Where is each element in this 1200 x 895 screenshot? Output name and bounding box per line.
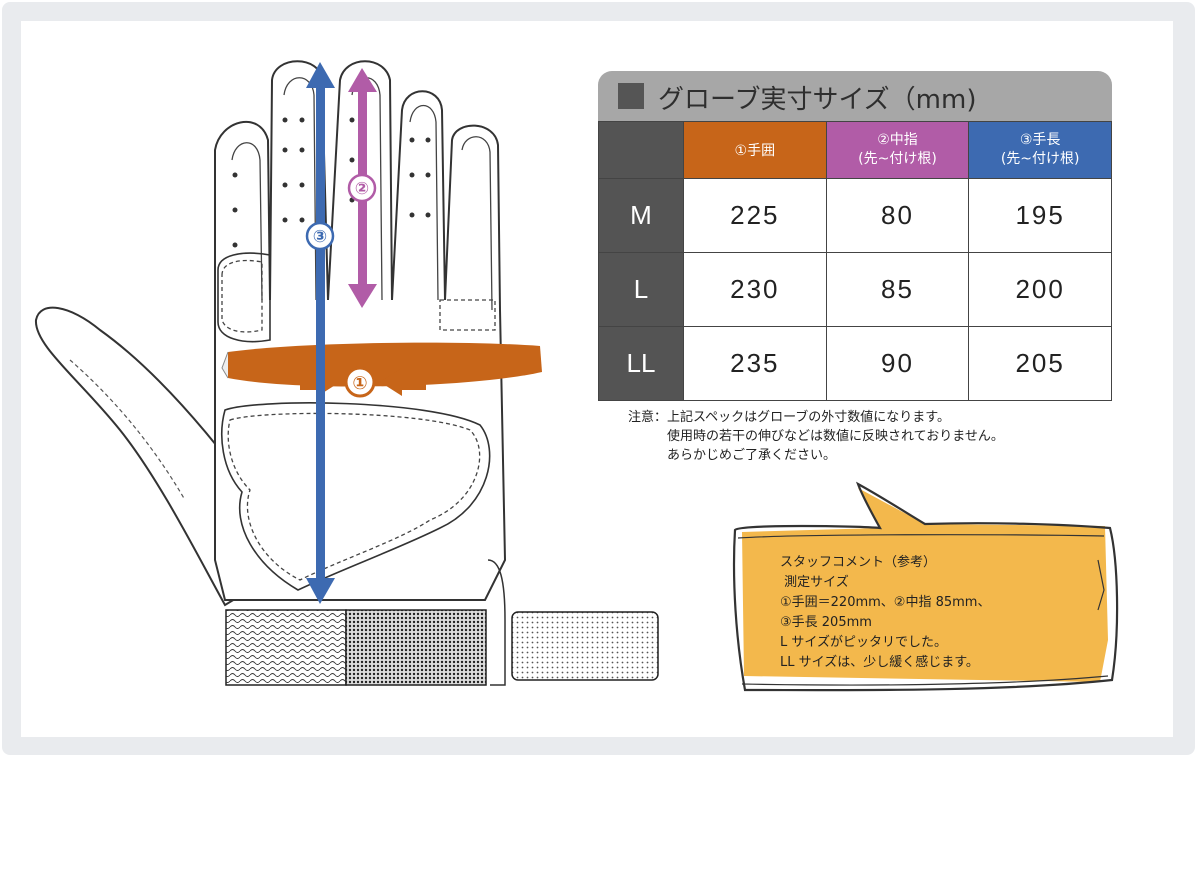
table-header-row: ①手囲 ②中指 (先~付け根) ③手長 (先~付け根) [598, 121, 1112, 179]
value-cell: 195 [968, 178, 1112, 253]
marker-1: ① [352, 373, 367, 394]
size-label: M [598, 178, 684, 253]
size-table-title: グローブ実寸サイズ（mm) [658, 85, 977, 115]
table-corner-cell [598, 121, 684, 179]
arrow-up-pink-icon [348, 68, 377, 92]
note-line: 使用時の若干の伸びなどは数値に反映されておりません。 [628, 429, 1004, 444]
marker-3: ③ [313, 227, 327, 247]
marker-3-circle [305, 221, 335, 251]
size-label: L [598, 252, 684, 327]
value-cell: 200 [968, 252, 1112, 327]
size-label: LL [598, 326, 684, 401]
comment-line: 測定サイズ [780, 575, 849, 590]
value-cell: 85 [825, 252, 970, 327]
note-line: 注意：上記スペックはグローブの外寸数値になります。 [628, 410, 951, 425]
header-hand-circumference: ①手囲 [683, 121, 827, 179]
caution-note: 注意：上記スペックはグローブの外寸数値になります。 使用時の若干の伸びなどは数値… [628, 408, 1004, 465]
value-cell: 205 [968, 326, 1112, 401]
comment-line: LL サイズは、少し緩く感じます。 [780, 655, 979, 670]
note-line: あらかじめご了承ください。 [628, 448, 837, 463]
value-cell: 230 [683, 252, 827, 327]
arrow-up-icon [306, 62, 335, 88]
arrow-down-icon [306, 578, 335, 604]
value-cell: 235 [683, 326, 827, 401]
header-middle-finger: ②中指 (先~付け根) [825, 121, 970, 179]
comment-line: L サイズがピッタリでした。 [780, 635, 947, 650]
value-cell: 225 [683, 178, 827, 253]
table-row: M 225 80 195 [598, 178, 1112, 253]
hand-length-line [316, 82, 325, 582]
marker-1-circle [344, 366, 376, 398]
table-row: LL 235 90 205 [598, 326, 1112, 401]
comment-bubble-fill [742, 488, 1108, 682]
table-row: L 230 85 200 [598, 252, 1112, 327]
size-table: ①手囲 ②中指 (先~付け根) ③手長 (先~付け根) M 225 80 195… [598, 121, 1112, 401]
marker-2-circle [347, 173, 377, 203]
glove-strap [511, 611, 659, 681]
title-square-icon [618, 83, 644, 109]
value-cell: 90 [825, 326, 970, 401]
comment-line: ①手囲＝220mm、②中指 85mm、 [780, 595, 991, 610]
comment-heading: スタッフコメント（参考） [780, 555, 937, 570]
glove-palm [214, 60, 507, 601]
arrow-down-pink-icon [348, 284, 377, 308]
header-hand-length: ③手長 (先~付け根) [968, 121, 1112, 179]
staff-comment: スタッフコメント（参考） 測定サイズ ①手囲＝220mm、②中指 85mm、 ③… [780, 553, 990, 673]
comment-line: ③手長 205mm [780, 615, 872, 630]
glove-cuff-left [225, 609, 347, 686]
comment-bubble-outline [732, 481, 1119, 692]
size-table-title-bar: グローブ実寸サイズ（mm) [598, 71, 1112, 121]
value-cell: 80 [825, 178, 970, 253]
glove-cuff-mid [345, 609, 487, 686]
marker-2: ② [355, 179, 369, 199]
